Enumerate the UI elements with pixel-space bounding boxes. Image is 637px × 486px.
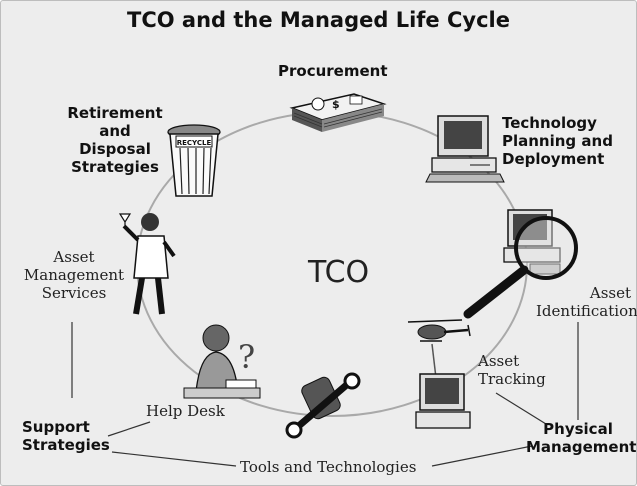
services-label-line: Asset xyxy=(53,248,95,266)
stage-retirement: Retirement and Disposal Strategies xyxy=(50,104,180,176)
stage-help-desk: Help Desk xyxy=(146,402,225,420)
support-label-line: Support xyxy=(22,418,90,436)
connector-helpdesk-support xyxy=(107,421,151,437)
services-label-line: Services xyxy=(41,284,107,302)
procurement-label: Procurement xyxy=(278,62,388,80)
retirement-label-line: Retirement and xyxy=(67,104,163,140)
stage-asset-tracking: Asset Tracking xyxy=(478,352,546,388)
identification-label-line: Asset xyxy=(589,284,631,302)
stage-asset-identification: Asset Identification xyxy=(536,284,637,320)
tracking-label-line: Tracking xyxy=(478,370,546,388)
help-desk-person-icon: ? xyxy=(183,324,261,399)
tracked-computer-icon xyxy=(415,373,471,429)
desktop-computer-icon xyxy=(425,115,505,183)
stage-procurement: Procurement xyxy=(278,62,388,80)
recycle-label: RECYCLE xyxy=(177,139,212,147)
helicopter-icon xyxy=(407,319,471,342)
computer-with-magnifier-icon xyxy=(463,209,578,319)
support-label-line: Strategies xyxy=(22,436,110,454)
recycle-bin-icon: RECYCLE xyxy=(167,124,221,197)
connector-tracking-physical xyxy=(495,392,547,425)
tech-label-line: Planning and xyxy=(502,132,613,150)
connector-support-tools xyxy=(111,451,237,467)
group-tools-and-technologies: Tools and Technologies xyxy=(240,458,416,476)
tracking-label-line: Asset xyxy=(478,352,520,370)
group-physical-management: Physical Management xyxy=(526,420,637,456)
help-desk-label: Help Desk xyxy=(146,402,225,420)
tech-label-line: Technology xyxy=(502,114,597,132)
retirement-label-line: Strategies xyxy=(71,158,159,176)
physical-label-line: Management xyxy=(526,438,637,456)
tools-label: Tools and Technologies xyxy=(240,458,417,476)
connector-tools-physical xyxy=(431,445,533,467)
physical-label-line: Physical xyxy=(543,420,613,438)
tech-label-line: Deployment xyxy=(502,150,605,168)
wrench-glove-icon xyxy=(285,372,361,439)
stage-asset-management-services: Asset Management Services xyxy=(22,248,126,302)
group-support-strategies: Support Strategies xyxy=(22,418,110,454)
stage-technology-planning: Technology Planning and Deployment xyxy=(502,114,613,168)
waiter-icon xyxy=(118,213,176,315)
services-label-line: Management xyxy=(23,266,125,284)
money-stack-icon: $ xyxy=(289,93,387,132)
identification-label-line: Identification xyxy=(536,302,637,320)
svg-text:$: $ xyxy=(332,98,340,111)
center-label-tco: TCO xyxy=(308,255,370,290)
svg-text:?: ? xyxy=(238,338,255,376)
diagram-title: TCO and the Managed Life Cycle xyxy=(127,8,510,32)
retirement-label-line: Disposal xyxy=(79,140,151,158)
